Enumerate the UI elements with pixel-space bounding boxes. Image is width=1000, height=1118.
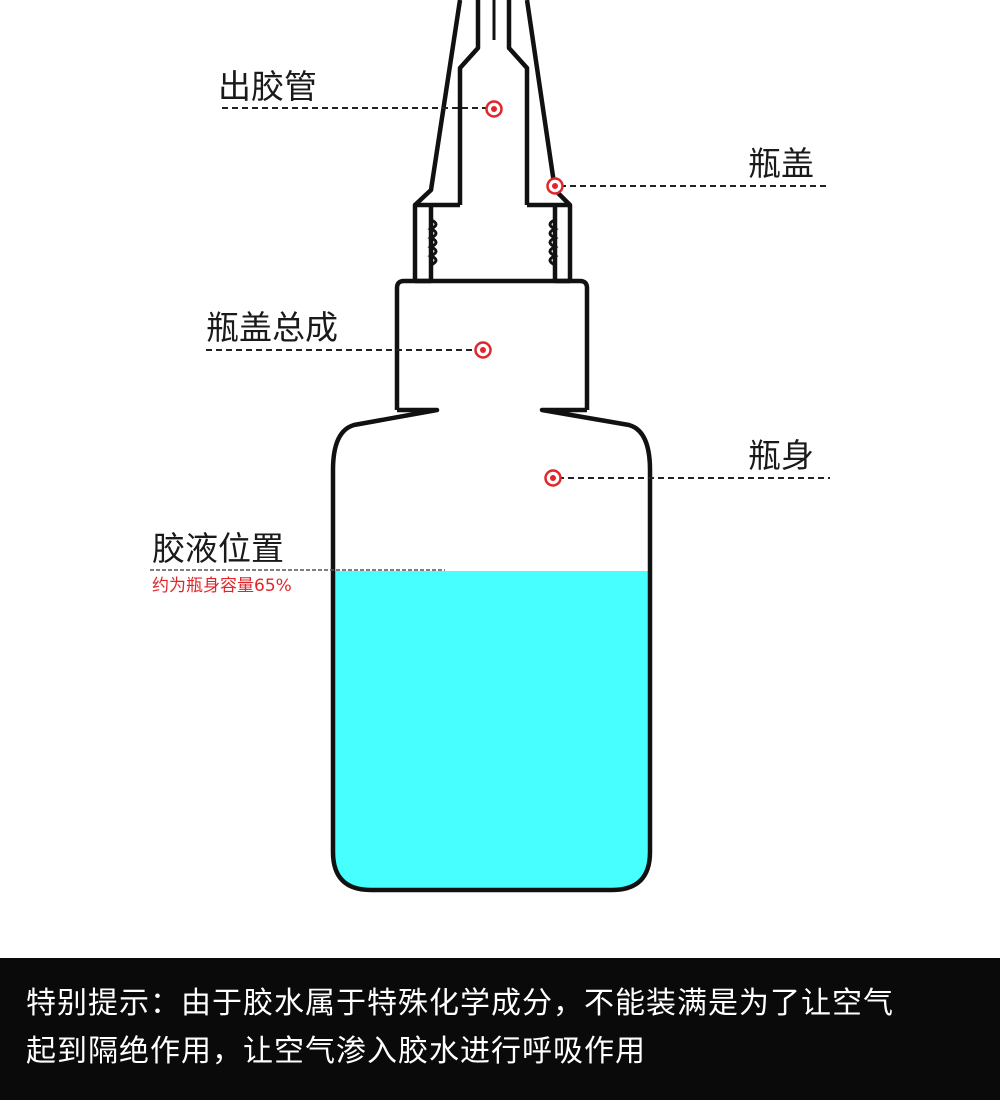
cap-assembly-shape [394,278,590,410]
notice-line-2: 起到隔绝作用，让空气渗入胶水进行呼吸作用 [26,1034,646,1069]
label-cap: 瓶盖 [748,144,814,183]
label-body: 瓶身 [748,436,814,475]
label-glue-level-note: 约为瓶身容量65% [152,576,292,596]
thread-coils-left [427,218,438,267]
label-cap-assembly: 瓶盖总成 [206,308,338,347]
threaded-neck [412,202,573,284]
notice-banner: 特别提示：由于胶水属于特殊化学成分，不能装满是为了让空气 起到隔绝作用，让空气渗… [0,958,1000,1100]
label-glue-level: 胶液位置 [152,529,284,568]
notice-line-1: 特别提示：由于胶水属于特殊化学成分，不能装满是为了让空气 [26,986,894,1021]
thread-coils-right [548,218,559,267]
bottle-diagram [150,0,830,893]
label-nozzle: 出胶管 [218,67,317,106]
bottle-body [330,407,653,893]
glue-liquid [333,571,650,890]
nozzle-tube [457,0,530,205]
